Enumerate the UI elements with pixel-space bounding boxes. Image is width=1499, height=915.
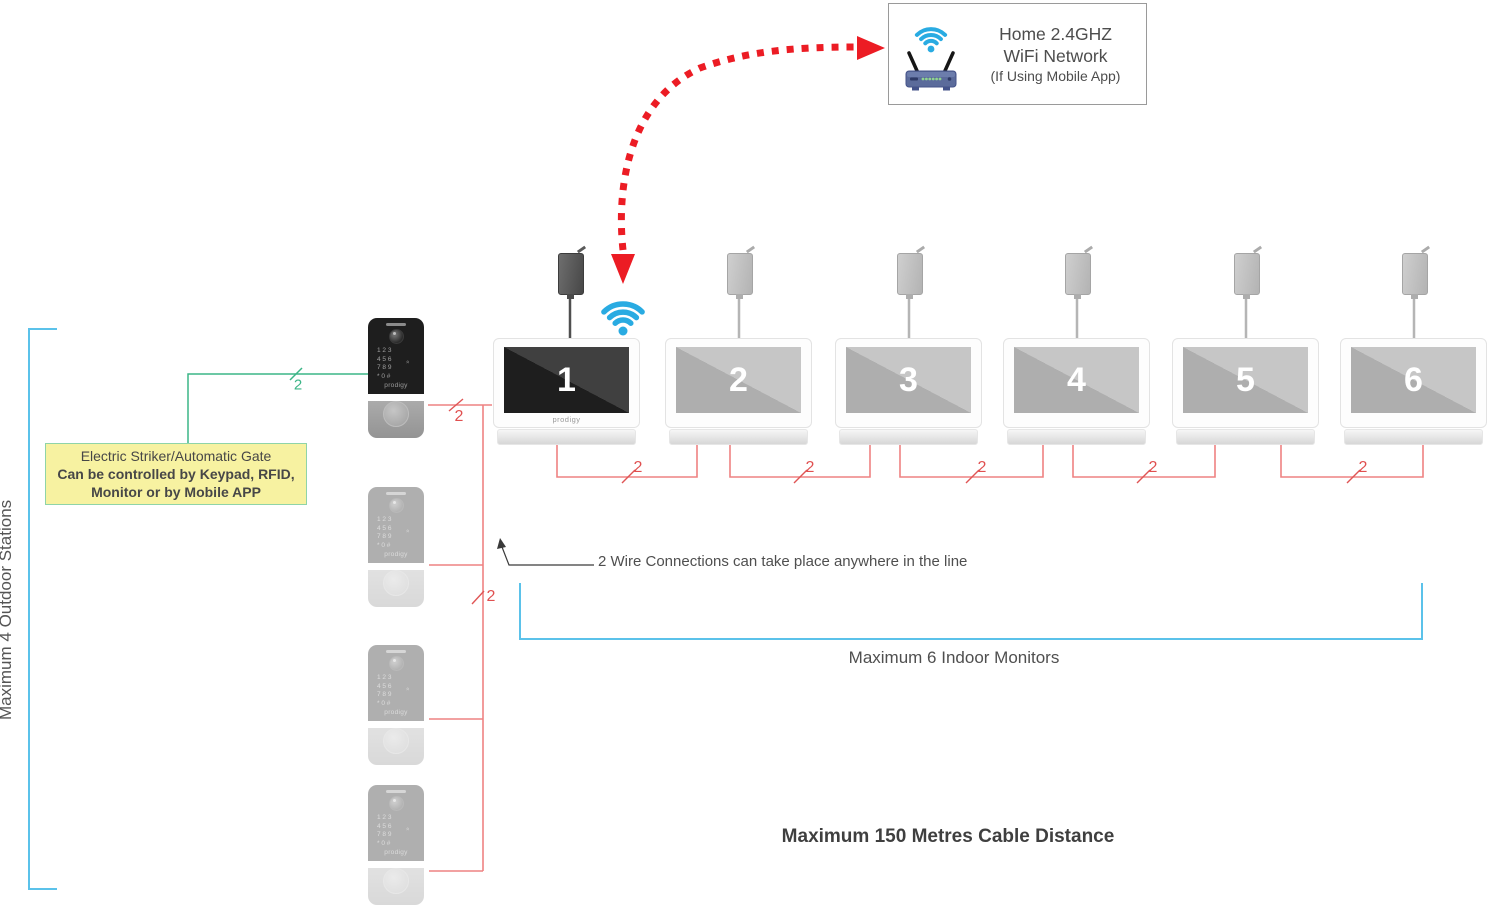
wifi-box-title-line2: WiFi Network: [1003, 46, 1108, 66]
camera-icon: [388, 656, 404, 671]
wire-count-label: 2: [633, 459, 643, 476]
wire-count-label: 2: [1148, 459, 1158, 476]
wire-count-label: 2: [1358, 459, 1368, 476]
note-line3: Monitor or by Mobile APP: [91, 484, 261, 500]
bracket-lines: [28, 328, 1423, 890]
monitor-base: [669, 429, 808, 445]
arrowhead-right: [857, 36, 885, 60]
speaker-slot: [386, 323, 406, 326]
call-button: [383, 728, 409, 754]
indoor-monitor-6: 6: [1340, 338, 1487, 445]
monitor-base: [1344, 429, 1483, 445]
rfid-wave-icon: »: [405, 360, 412, 364]
keypad: 1 2 3 4 5 6 7 8 9 * 0 # »: [377, 347, 412, 380]
wire-slash-marks: [448, 398, 1361, 605]
indoor-bracket: [519, 583, 1423, 640]
arrowhead-down: [611, 254, 635, 284]
power-adapter-6: [1402, 253, 1428, 299]
wifi-dotted-arrow: [611, 36, 885, 284]
gate-wire-green: [187, 367, 369, 443]
power-adapter-2: [727, 253, 753, 299]
brand-logo: prodigy: [384, 709, 408, 716]
outdoor-wire-lines: [428, 404, 492, 872]
monitor-base: [839, 429, 978, 445]
monitor-base: [1007, 429, 1146, 445]
wire-count-label: 2: [454, 408, 464, 425]
monitor-number: 2: [729, 360, 748, 399]
monitor-number: 5: [1236, 360, 1255, 399]
rfid-wave-icon: »: [405, 529, 412, 533]
adapter-cords: [568, 291, 1416, 338]
outdoor-station-1: 1 2 3 4 5 6 7 8 9 * 0 # » prodigy: [368, 318, 424, 438]
brand-logo: prodigy: [384, 382, 408, 389]
indoor-monitors-label: Maximum 6 Indoor Monitors: [848, 648, 1060, 667]
rfid-wave-icon: »: [405, 687, 412, 691]
speaker-slot: [386, 790, 406, 793]
indoor-monitor-4: 4: [1003, 338, 1150, 445]
speaker-slot: [386, 492, 406, 495]
wire-count-label: 2: [977, 459, 987, 476]
outdoor-stations-label: Maximum 4 Outdoor Stations: [0, 499, 15, 721]
note-line1: Electric Striker/Automatic Gate: [80, 448, 272, 464]
keypad: 1 2 3 4 5 6 7 8 9 * 0 # »: [377, 814, 412, 847]
outdoor-station-4: 1 2 3 4 5 6 7 8 9 * 0 # » prodigy: [368, 785, 424, 905]
monitor-number: 1: [557, 360, 576, 399]
indoor-monitor-5: 5: [1172, 338, 1319, 445]
outdoor-station-3: 1 2 3 4 5 6 7 8 9 * 0 # » prodigy: [368, 645, 424, 765]
monitor-number: 6: [1404, 360, 1423, 399]
camera-icon: [388, 796, 404, 811]
keypad: 1 2 3 4 5 6 7 8 9 * 0 # »: [377, 516, 412, 549]
wifi-box-title-line1: Home 2.4GHZ: [999, 24, 1112, 44]
call-button: [383, 868, 409, 894]
power-adapter-4: [1065, 253, 1091, 299]
speaker-slot: [386, 650, 406, 653]
power-adapter-1: [558, 253, 584, 299]
brand-logo: prodigy: [384, 849, 408, 856]
router-icon: [889, 15, 973, 93]
monitor-number: 3: [899, 360, 918, 399]
camera-icon: [388, 498, 404, 513]
gate-note-box: Electric Striker/Automatic Gate Can be c…: [45, 443, 307, 505]
leader-arrow: [497, 538, 594, 566]
outdoor-bracket: [28, 328, 57, 890]
power-adapter-5: [1234, 253, 1260, 299]
monitor-number: 4: [1067, 360, 1086, 399]
wire-count-label-green: 2: [293, 376, 303, 394]
indoor-monitor-1: 1 prodigy: [493, 338, 640, 445]
note-line2: Can be controlled by Keypad, RFID,: [57, 466, 295, 482]
indoor-monitor-3: 3: [835, 338, 982, 445]
outdoor-station-2: 1 2 3 4 5 6 7 8 9 * 0 # » prodigy: [368, 487, 424, 607]
call-button: [383, 401, 409, 427]
call-button: [383, 570, 409, 596]
keypad: 1 2 3 4 5 6 7 8 9 * 0 # »: [377, 674, 412, 707]
wifi-icon: [596, 291, 650, 342]
wire-count-label: 2: [805, 459, 815, 476]
brand-logo: prodigy: [384, 551, 408, 558]
rfid-wave-icon: »: [405, 827, 412, 831]
monitor-base: [497, 429, 636, 445]
monitor-base: [1176, 429, 1315, 445]
wire-count-label: 2: [486, 588, 496, 605]
wifi-box-subtitle: (If Using Mobile App): [990, 68, 1121, 84]
wifi-network-box: Home 2.4GHZ WiFi Network (If Using Mobil…: [888, 3, 1147, 105]
power-adapter-3: [897, 253, 923, 299]
cable-distance-label: Maximum 150 Metres Cable Distance: [781, 826, 1115, 847]
brand-logo: prodigy: [552, 415, 581, 424]
camera-icon: [388, 329, 404, 344]
indoor-monitor-2: 2: [665, 338, 812, 445]
wire-connection-note: 2 Wire Connections can take place anywhe…: [598, 553, 968, 570]
monitor-wire-lines: [556, 445, 1424, 478]
